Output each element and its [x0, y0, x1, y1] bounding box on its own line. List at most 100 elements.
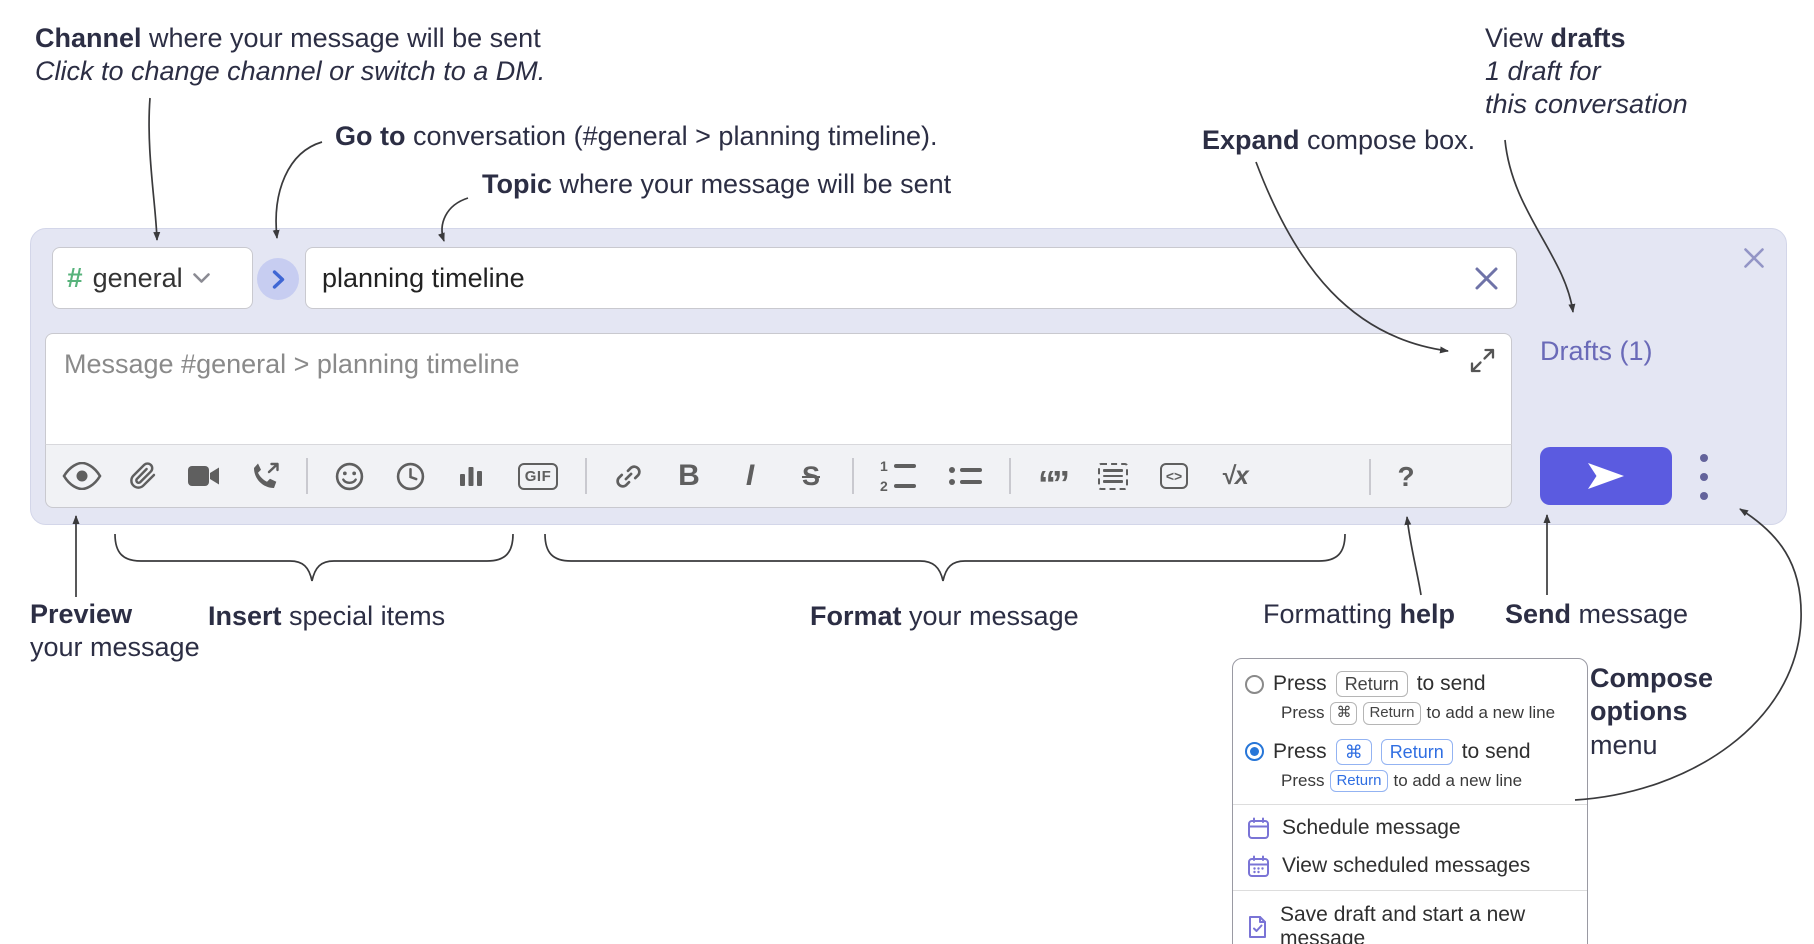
- video-camera-icon: [188, 466, 219, 486]
- bar-chart-icon: [460, 467, 482, 486]
- channel-name: general: [92, 262, 183, 293]
- annotation-channel: Channel where your message will be sent …: [35, 22, 545, 88]
- phone-call-icon: [253, 462, 279, 488]
- expand-icon: [1470, 348, 1495, 373]
- menu-item-save-draft[interactable]: Save draft and start a new message: [1233, 896, 1587, 944]
- annotation-channel-rest: where your message will be sent: [141, 23, 541, 53]
- toolbar-separator: [852, 458, 854, 494]
- message-placeholder: Message #general > planning timeline: [64, 349, 520, 379]
- menu-item-view-scheduled[interactable]: View scheduled messages: [1233, 847, 1587, 885]
- chevron-right-icon: [272, 269, 284, 289]
- start-video-call-button[interactable]: [184, 454, 224, 498]
- preview-button[interactable]: [62, 454, 102, 498]
- spoiler-button[interactable]: [1093, 454, 1133, 498]
- key-return: Return: [1363, 702, 1421, 725]
- numbered-list-button[interactable]: 1 2: [875, 454, 921, 498]
- quote-icon: “”: [1038, 463, 1070, 504]
- bold-icon: B: [678, 459, 700, 492]
- bulleted-list-button[interactable]: [942, 454, 988, 498]
- italic-button[interactable]: I: [730, 454, 770, 498]
- annotation-format: Format your message: [810, 601, 1079, 631]
- italic-icon: I: [745, 459, 755, 492]
- close-icon: [1475, 267, 1498, 289]
- key-return: Return: [1335, 671, 1408, 698]
- topic-value: planning timeline: [322, 262, 525, 293]
- gif-icon: GIF: [517, 462, 559, 490]
- close-compose-button[interactable]: [1742, 246, 1766, 270]
- option-return-to-send[interactable]: Press Return to send: [1233, 659, 1587, 698]
- option-cmd-return-to-send[interactable]: Press ⌘ Return to send: [1233, 725, 1587, 765]
- chevron-down-icon: [192, 272, 210, 283]
- smiley-icon: [335, 462, 363, 490]
- goto-conversation-button[interactable]: [257, 258, 299, 300]
- key-cmd: ⌘: [1335, 738, 1372, 765]
- key-return: Return: [1330, 769, 1388, 793]
- clear-topic-button[interactable]: [1473, 265, 1500, 292]
- link-icon: [615, 464, 641, 488]
- annotation-view-drafts: View drafts 1 draft for this conversatio…: [1485, 23, 1688, 119]
- calendar-grid-icon: [1248, 855, 1269, 877]
- math-icon: √x: [1221, 461, 1249, 490]
- strikethrough-button[interactable]: S: [791, 454, 831, 498]
- message-textarea[interactable]: Message #general > planning timeline: [45, 333, 1512, 444]
- link-button[interactable]: [608, 454, 648, 498]
- clock-icon: [396, 462, 424, 490]
- toolbar-separator: [1369, 459, 1371, 495]
- code-icon: <>: [1159, 463, 1189, 489]
- option-cmd-return-subtext: Press Return to add a new line: [1233, 765, 1587, 793]
- annotation-preview: Preview your message: [30, 599, 200, 662]
- key-return: Return: [1380, 738, 1453, 765]
- annotation-formatting-help: Formatting help: [1263, 599, 1456, 629]
- spoiler-icon: [1098, 462, 1128, 490]
- compose-options-button[interactable]: [1690, 451, 1718, 503]
- annotation-topic: Topic where your message will be sent: [482, 169, 952, 199]
- radio-unselected[interactable]: [1245, 674, 1264, 694]
- numbered-list-icon: 1 2: [880, 459, 916, 493]
- add-global-time-button[interactable]: [390, 454, 430, 498]
- key-cmd: ⌘: [1330, 702, 1358, 725]
- expand-compose-button[interactable]: [1470, 348, 1495, 378]
- draft-document-icon: [1249, 916, 1266, 939]
- option-return-subtext: Press ⌘ Return to add a new line: [1233, 697, 1587, 725]
- menu-divider: [1233, 890, 1587, 892]
- math-button[interactable]: √x: [1215, 454, 1255, 498]
- add-gif-button[interactable]: GIF: [512, 454, 564, 498]
- annotation-compose-options: Compose options menu: [1590, 663, 1714, 760]
- toolbar-separator: [585, 458, 587, 494]
- radio-selected[interactable]: [1245, 742, 1264, 762]
- bold-button[interactable]: B: [669, 454, 709, 498]
- arrow-goto: [272, 141, 323, 239]
- toolbar-separator: [306, 458, 308, 494]
- question-mark-icon: ?: [1397, 461, 1415, 492]
- quote-button[interactable]: “”: [1032, 454, 1072, 504]
- brace-format: [544, 533, 1346, 582]
- formatting-help-button[interactable]: ?: [1386, 455, 1426, 499]
- eye-icon: [62, 462, 102, 490]
- add-emoji-button[interactable]: [329, 454, 369, 498]
- code-button[interactable]: <>: [1154, 454, 1194, 498]
- send-button[interactable]: [1540, 447, 1672, 505]
- channel-hash-icon: #: [67, 262, 83, 293]
- start-voice-call-button[interactable]: [245, 454, 285, 498]
- arrow-channel: [148, 97, 161, 241]
- topic-input[interactable]: planning timeline: [305, 247, 1517, 309]
- menu-divider: [1233, 804, 1587, 806]
- paperclip-icon: [130, 462, 156, 489]
- channel-selector[interactable]: # general: [52, 247, 253, 309]
- menu-item-schedule-message[interactable]: Schedule message: [1233, 809, 1587, 847]
- attach-file-button[interactable]: [123, 454, 163, 498]
- brace-insert: [114, 533, 514, 582]
- ellipsis-dot: [1700, 492, 1708, 500]
- ellipsis-dot: [1700, 454, 1708, 462]
- compose-options-menu: Press Return to send Press ⌘ Return to a…: [1232, 658, 1588, 944]
- ellipsis-dot: [1700, 473, 1708, 481]
- annotation-channel-bold: Channel: [35, 23, 142, 53]
- annotation-insert: Insert special items: [208, 601, 446, 631]
- add-poll-button[interactable]: [451, 454, 491, 498]
- drafts-link[interactable]: Drafts (1): [1540, 336, 1653, 366]
- annotation-send: Send message: [1505, 599, 1689, 629]
- arrow-formatting-help: [1404, 516, 1422, 596]
- toolbar-separator: [1009, 458, 1011, 494]
- compose-toolbar: GIF B I S 1 2: [45, 444, 1512, 508]
